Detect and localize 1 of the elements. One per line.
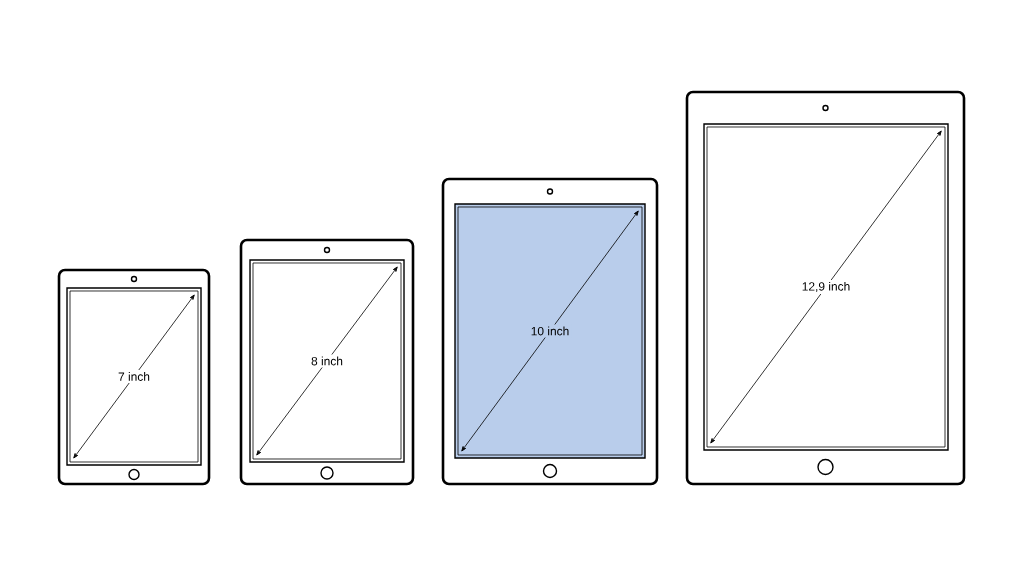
dimension-label: 7 inch bbox=[116, 370, 152, 383]
